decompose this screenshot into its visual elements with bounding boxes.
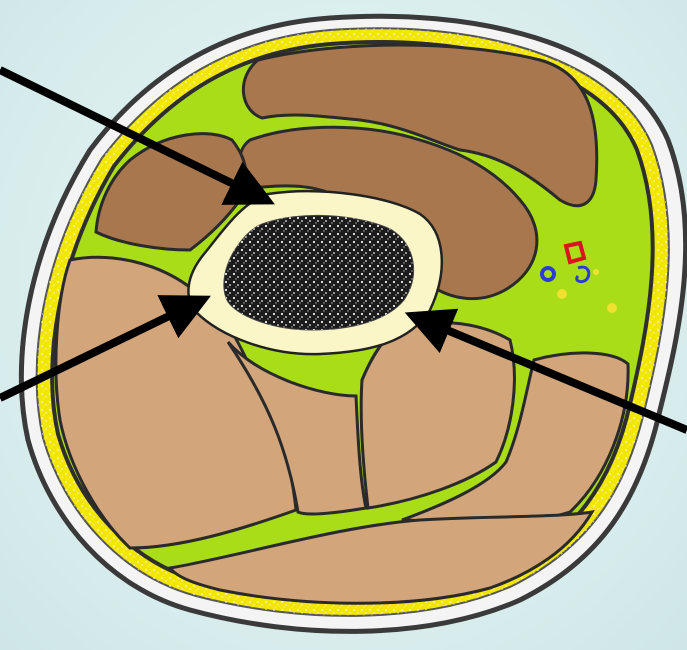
trabecular-pattern bbox=[224, 215, 414, 330]
nerve-marker-3 bbox=[593, 269, 599, 275]
nerve-marker-1 bbox=[557, 289, 567, 299]
nerve-marker-2 bbox=[607, 303, 617, 313]
